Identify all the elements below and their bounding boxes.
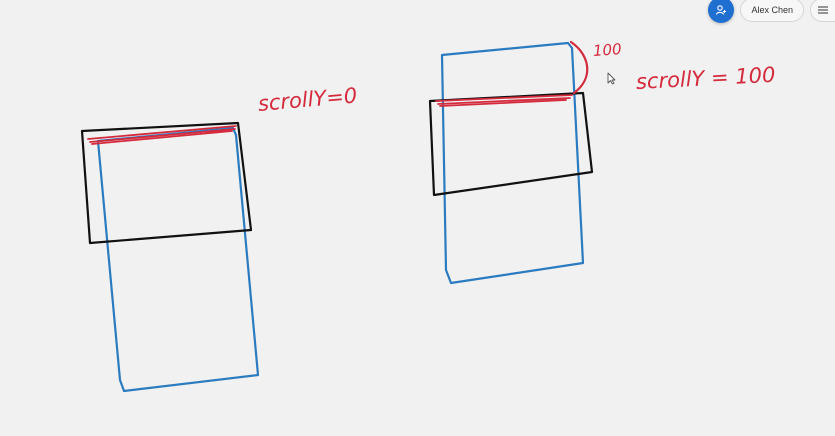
user-name-button[interactable]: Alex Chen (740, 0, 804, 22)
share-button[interactable] (708, 0, 735, 23)
left-viewport-rect (80, 121, 253, 245)
hamburger-menu-icon (818, 6, 828, 14)
user-name: Alex Chen (751, 5, 793, 15)
left-document-rect (96, 126, 260, 393)
top-toolbar: Alex Chen (708, 0, 835, 24)
offset-bracket (569, 40, 589, 95)
left-scroll-highlight (87, 125, 237, 145)
right-document-rect (440, 41, 585, 285)
menu-button[interactable] (810, 0, 835, 22)
offset-label: 100 (592, 40, 623, 60)
add-person-icon (716, 5, 727, 15)
right-scroll-highlight (435, 94, 573, 107)
right-viewport-rect (428, 91, 594, 197)
